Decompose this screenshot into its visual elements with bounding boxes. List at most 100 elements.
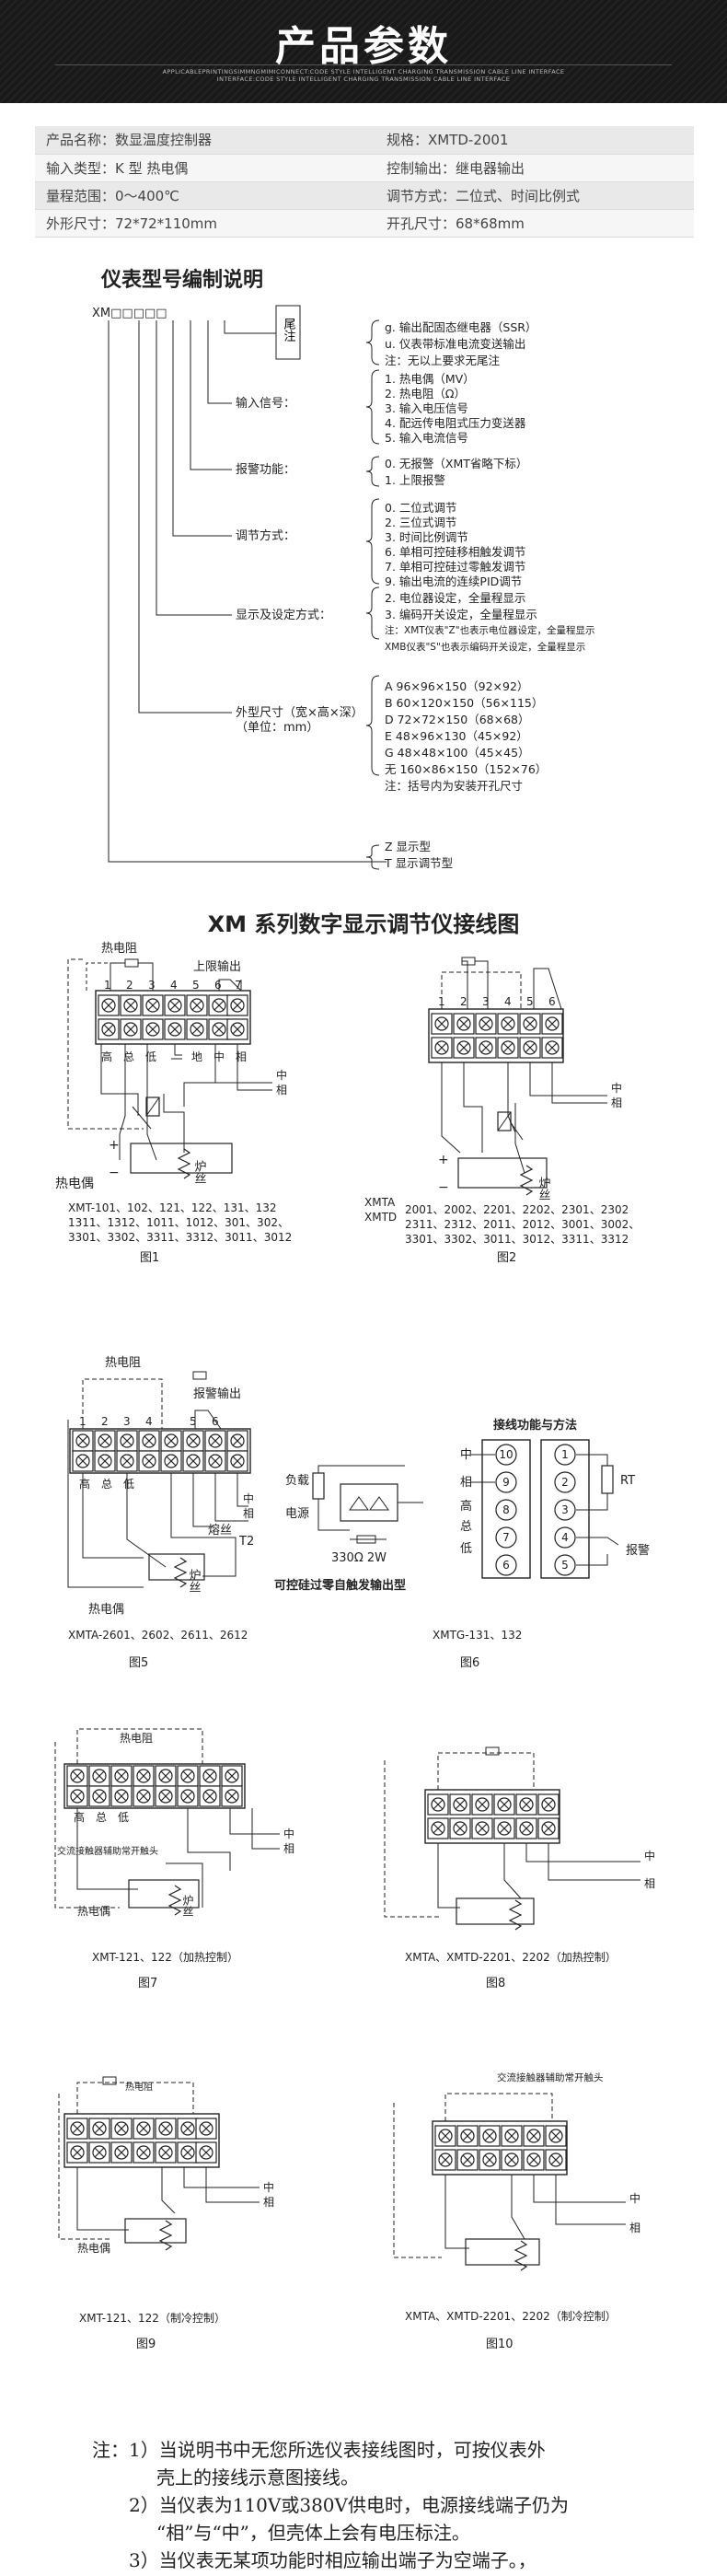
figure-8: 中 相 XMTA、XMTD-2201、2202（加热控制） 图8: [384, 1746, 655, 1990]
figure-1: 热电阻 上限输出 1 2 3 4 5 6 7 高 总 低 地 中 相 中 相: [55, 942, 292, 1265]
header-subtitle-1: APPLICABLEPRINTINGSIMMNGMIMICONNECT:CODE…: [162, 68, 565, 75]
label-load: 负载: [285, 1474, 309, 1488]
label-thermocouple: 热电偶: [77, 1905, 110, 1918]
fig2-model: 2311、2312、2011、2012、3001、3002、: [405, 1218, 640, 1231]
terminal-number: 6: [548, 995, 556, 1008]
label-neutral: 中: [629, 2191, 640, 2205]
terminal-number: 1: [79, 1415, 87, 1428]
terminal-number: 4: [170, 979, 178, 992]
note-line: 注：1）当说明书中无您所选仪表接线图时，可按仪表外: [92, 2436, 699, 2464]
input-opt: 5. 输入电流信号: [385, 431, 468, 445]
spec-table: 产品名称：数显温度控制器规格：XMTD-2001 输入类型：K 型 热电偶控制输…: [35, 126, 694, 238]
terminal-number: 5: [190, 1415, 197, 1428]
fig1-model: 1311、1312、1011、1012、301、302、: [68, 1216, 289, 1229]
input-opt: 3. 输入电压信号: [385, 401, 468, 415]
terminal-number: 4: [561, 1531, 569, 1544]
svg-text:+: +: [438, 1153, 449, 1167]
spec-cell: 产品名称：数显温度控制器: [35, 126, 375, 155]
terminal-number: 7: [502, 1531, 510, 1544]
label-power: 电源: [285, 1507, 309, 1521]
suffix-opt: g. 输出配固态继电器（SSR）: [385, 320, 537, 334]
size-opt: B 60×120×150（56×115）: [385, 696, 543, 710]
label-neutral: 中: [283, 1827, 294, 1840]
label-phase: 相: [263, 2196, 274, 2209]
suffix-opt: u. 仪表带标准电流变送输出: [385, 337, 525, 351]
model-code-diagram: XM□□□□□ 尾注 输入信号： 报警功能： 调节方式： 显示及设定方式： 外型…: [92, 305, 595, 870]
figure-5: 热电阻 报警输出 1 2 3 4 5 6 高 总 低 中 相: [67, 1356, 254, 1670]
label-input: 输入信号：: [236, 396, 295, 411]
svg-text:+: +: [109, 1138, 120, 1153]
spec-cell: 规格：XMTD-2001: [375, 126, 694, 155]
label-rtd: 热电阻: [101, 942, 137, 956]
label-high: 高: [101, 1050, 112, 1063]
terminal-number: 10: [499, 1448, 513, 1461]
label-neutral: 中: [611, 1081, 622, 1095]
model-code-title: 仪表型号编制说明: [101, 269, 264, 292]
fig2-model: 3301、3302、3011、3012、3311、3312: [405, 1233, 629, 1246]
label-furnace: 炉丝: [181, 1895, 194, 1917]
fig-label: 图1: [140, 1251, 159, 1265]
note-line: “相”与“中”，但壳体上会有电压标注。: [156, 2522, 470, 2544]
label-phase: 相: [644, 1877, 655, 1890]
label-phase: 相: [283, 1842, 294, 1855]
label-func-title: 接线功能与方法: [493, 1418, 577, 1433]
model-prefix: XM□□□□□: [92, 307, 167, 320]
terminal-number: 4: [504, 995, 512, 1008]
label-neutral: 中: [460, 1448, 472, 1462]
header-banner: 产品参数 APPLICABLEPRINTINGSIMMNGMIMICONNECT…: [0, 0, 727, 103]
alarm-opt: 0. 无报警（XMT省略下标）: [385, 457, 527, 470]
label-furnace: 炉丝: [537, 1177, 551, 1201]
label-thermocouple: 热电偶: [88, 1603, 124, 1617]
terminal-number: 6: [214, 979, 222, 992]
header-subtitle-2: INTERFACE:CODE STYLE INTELLIGENT CHARGIN…: [216, 75, 511, 83]
label-high: 高: [74, 1810, 85, 1824]
type-opt: T 显示调节型: [384, 856, 453, 870]
fig-label: 图8: [486, 1977, 505, 1990]
label-neutral: 中: [243, 1491, 254, 1505]
terminal-number: 2: [101, 1415, 109, 1428]
label-low: 低: [118, 1811, 129, 1824]
svg-text:−: −: [438, 1180, 449, 1195]
display-opt: XMB仪表"S"也表示编码开关设定，全量程显示: [385, 641, 585, 653]
label-phase: 相: [276, 1084, 287, 1097]
label-low: 低: [123, 1478, 134, 1491]
label-rt: RT: [620, 1474, 635, 1488]
fig6-model: XMTG-131、132: [433, 1629, 522, 1642]
label-alarm: 报警: [626, 1543, 650, 1558]
label-neutral: 中: [644, 1849, 655, 1862]
control-opt: 7. 单相可控硅过零触发调节: [385, 560, 525, 574]
size-opt: 无 160×86×150（152×76）: [385, 762, 547, 776]
suffix-label: 尾注: [282, 318, 296, 342]
label-rtd: 热电阻: [125, 2081, 153, 2093]
control-opt: 6. 单相可控硅移相触发调节: [385, 545, 525, 559]
note-lead: 注：: [92, 2439, 129, 2461]
header-rule: [55, 64, 672, 65]
label-scr-note: 可控硅过零自触发输出型: [274, 1578, 406, 1593]
terminal-number: 1: [561, 1448, 569, 1461]
fig2-prefix: XMTD: [364, 1211, 397, 1224]
label-low: 低: [460, 1542, 472, 1556]
terminal-number: 4: [145, 1415, 153, 1428]
label-phase: 相: [629, 2222, 640, 2234]
note-line: 壳上的接线示意图接线。: [156, 2466, 359, 2489]
label-rtd: 热电阻: [120, 1732, 153, 1745]
terminal-number: 2: [460, 995, 467, 1008]
fig2-prefix: XMTA: [364, 1196, 396, 1209]
type-opt: Z 显示型: [385, 840, 431, 853]
label-total: 总: [101, 1478, 112, 1491]
wiring-diagrams: 热电阻 上限输出 1 2 3 4 5 6 7 高 总 低 地 中 相 中 相: [54, 942, 655, 2351]
spec-cell: 外形尺寸：72*72*110mm: [35, 209, 375, 238]
label-upper-output: 上限输出: [193, 959, 241, 974]
fig-label: 图7: [138, 1977, 157, 1990]
fig2-model: 2001、2002、2201、2202、2301、2302: [405, 1203, 629, 1216]
label-furnace: 炉丝: [192, 1160, 207, 1184]
terminal-number: 6: [212, 1415, 219, 1428]
size-opt: D 72×72×150（68×68）: [385, 713, 530, 726]
label-control: 调节方式：: [236, 528, 295, 543]
label-fuse: 熔丝: [208, 1524, 232, 1537]
fig10-model: XMTA、XMTD-2201、2202（制冷控制）: [405, 2310, 617, 2323]
scr-circuit: 负载 电源 330Ω 2W 可控硅过零自触发输出型: [274, 1465, 423, 1593]
fig-label: 图10: [486, 2338, 514, 2351]
